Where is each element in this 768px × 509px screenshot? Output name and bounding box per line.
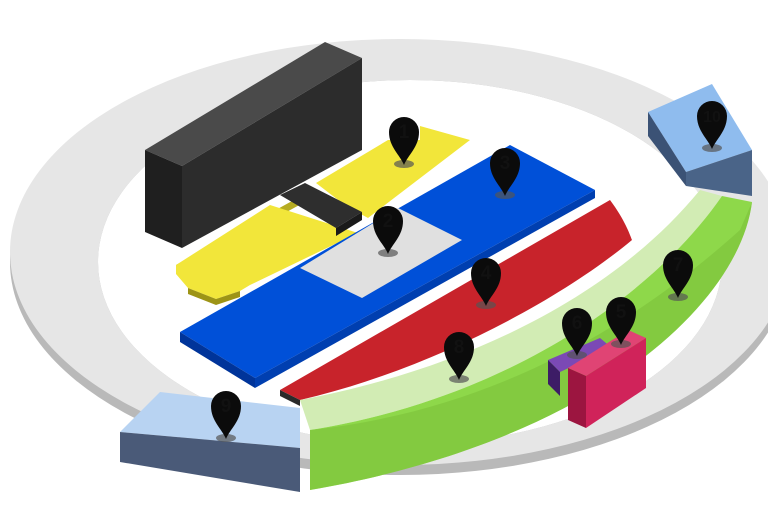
pin-1-label: 1 bbox=[399, 122, 410, 143]
pin-6-label: 6 bbox=[572, 313, 583, 334]
pin-7[interactable]: 7 bbox=[663, 250, 693, 301]
zone-1[interactable] bbox=[176, 126, 470, 305]
pin-9[interactable]: 9 bbox=[211, 391, 241, 442]
pin-8-label: 8 bbox=[454, 337, 465, 358]
pin-7-label: 7 bbox=[673, 255, 684, 276]
pin-1[interactable]: 1 bbox=[389, 117, 419, 168]
pin-3[interactable]: 3 bbox=[490, 148, 520, 199]
pin-4[interactable]: 4 bbox=[471, 258, 501, 309]
pin-4-label: 4 bbox=[481, 263, 492, 284]
pin-10[interactable]: 10 bbox=[697, 101, 727, 152]
zone-7[interactable] bbox=[310, 196, 752, 490]
zone-4[interactable] bbox=[280, 200, 632, 406]
pin-9-label: 9 bbox=[221, 396, 232, 417]
stage-block bbox=[145, 42, 362, 248]
pin-2-label: 2 bbox=[383, 211, 394, 232]
zone-9[interactable] bbox=[120, 392, 300, 492]
catwalk bbox=[280, 183, 362, 236]
zone-8[interactable] bbox=[300, 190, 722, 430]
pin-5[interactable]: 5 bbox=[606, 297, 636, 348]
pin-2[interactable]: 2 bbox=[373, 206, 403, 257]
pin-10-label: 10 bbox=[703, 109, 721, 126]
pin-8[interactable]: 8 bbox=[444, 332, 474, 383]
pin-6[interactable]: 6 bbox=[562, 308, 592, 359]
pin-5-label: 5 bbox=[616, 302, 627, 323]
pin-3-label: 3 bbox=[500, 153, 511, 174]
